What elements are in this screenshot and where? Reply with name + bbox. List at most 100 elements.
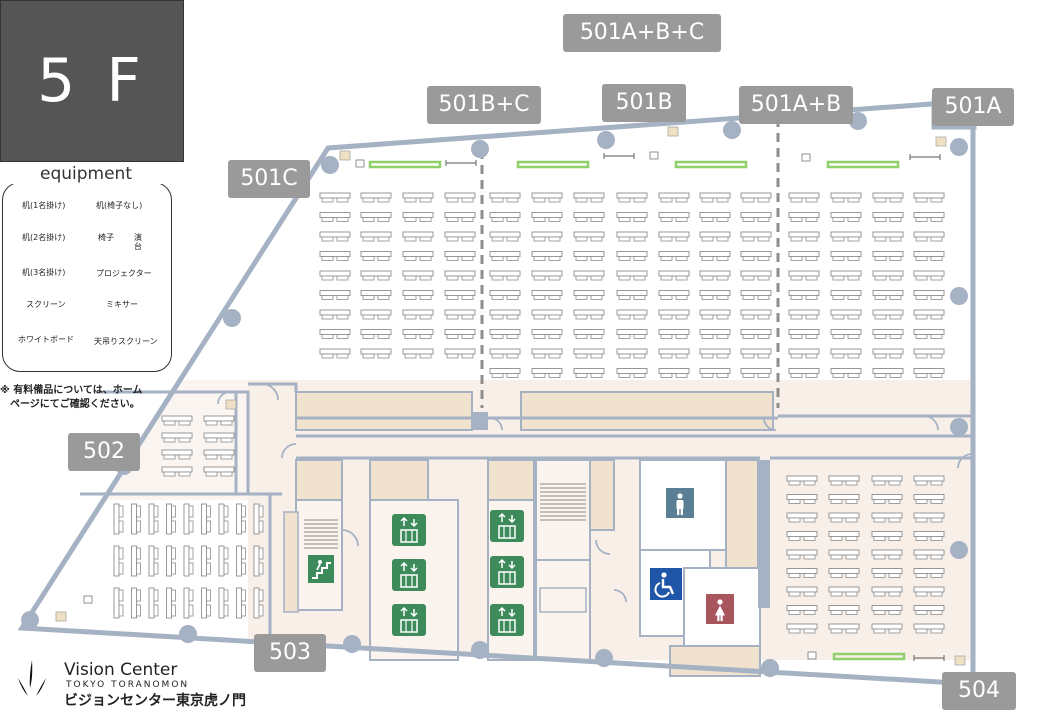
desk-unit <box>183 503 194 535</box>
desk-unit <box>203 432 235 443</box>
desk-unit <box>573 309 605 320</box>
desk-unit <box>360 231 392 242</box>
room-label-501b[interactable]: 501B <box>602 84 686 122</box>
desk-unit <box>218 503 229 535</box>
room-equipment <box>55 126 966 666</box>
desk-unit <box>830 192 862 203</box>
ceiling-screen-501c <box>368 160 442 169</box>
desk-unit <box>786 605 818 615</box>
desk-unit <box>319 251 351 261</box>
desk-unit <box>616 251 648 261</box>
desk-unit <box>131 503 141 535</box>
desk-unit <box>489 329 521 339</box>
desk-unit <box>253 587 264 619</box>
desk-unit <box>830 212 862 222</box>
desk-unit <box>319 290 351 300</box>
elevator-icon <box>392 559 426 591</box>
desk-unit <box>573 290 605 300</box>
legend-label-desk-no-chair: 机(椅子なし) <box>96 201 143 210</box>
desk-unit <box>658 251 690 261</box>
desk-unit <box>786 512 818 523</box>
projector-501a <box>801 153 811 162</box>
desk-unit <box>871 512 903 523</box>
desk-unit <box>161 449 193 460</box>
movable-partitions <box>480 118 780 408</box>
ceiling-screen-504 <box>832 652 906 661</box>
desk-unit <box>161 415 193 426</box>
desk-unit <box>788 329 820 339</box>
logo-mark-icon <box>18 660 46 696</box>
desk-unit <box>658 212 690 222</box>
desk-unit <box>871 475 903 486</box>
desk-unit <box>131 545 141 577</box>
desk-unit <box>573 270 605 281</box>
desk-unit <box>531 270 563 281</box>
room-label-501c[interactable]: 501C <box>228 160 310 198</box>
room-label-502[interactable]: 502 <box>68 433 140 471</box>
legend-title: equipment <box>0 164 172 184</box>
desk-unit <box>489 251 521 261</box>
desk-unit <box>616 270 648 281</box>
desk-unit <box>658 309 690 320</box>
desk-unit <box>913 605 945 615</box>
desk-unit <box>319 192 351 203</box>
desk-unit <box>788 290 820 300</box>
desk-unit <box>913 309 945 320</box>
room-label-504[interactable]: 504 <box>942 672 1016 710</box>
legend-label-desk2: 机(2名掛け) <box>22 233 66 242</box>
desk-unit <box>360 348 392 359</box>
desk-unit <box>319 329 351 339</box>
desk-unit <box>830 270 862 281</box>
desk-unit <box>786 549 818 560</box>
projector-501b <box>649 151 659 160</box>
desk-unit <box>830 231 862 242</box>
desk-unit <box>913 494 945 504</box>
room-label-501a[interactable]: 501A <box>932 88 1014 126</box>
desk-unit <box>360 251 392 261</box>
projector-504 <box>807 651 817 660</box>
legend-label-mixer: ミキサー <box>106 300 138 309</box>
room-label-501bc[interactable]: 501B+C <box>427 86 541 124</box>
desk-unit <box>489 231 521 242</box>
desk-unit <box>444 329 476 339</box>
desk-unit <box>253 503 264 535</box>
desk-unit <box>828 512 860 523</box>
desk-unit <box>830 329 862 339</box>
desk-unit <box>402 329 434 339</box>
projector-503 <box>83 595 93 604</box>
desk-unit <box>699 192 731 203</box>
desk-unit <box>830 368 862 378</box>
desk-unit <box>531 290 563 300</box>
desk-unit <box>319 348 351 359</box>
mixer-501c <box>339 150 351 161</box>
room-label-501ab[interactable]: 501A+B <box>739 86 853 124</box>
desk-unit <box>573 192 605 203</box>
desk-unit <box>573 329 605 339</box>
desk-unit <box>616 212 648 222</box>
desk-unit <box>913 623 945 634</box>
desk-unit <box>166 545 176 577</box>
desk-unit <box>872 348 904 359</box>
desk-unit <box>161 432 193 443</box>
mixer-503 <box>55 611 67 622</box>
desk-unit <box>402 251 434 261</box>
ceiling-screen-501b-right <box>674 160 748 169</box>
room-label-501abc[interactable]: 501A+B+C <box>563 14 721 52</box>
desk-unit <box>658 231 690 242</box>
legend-label-podium-2: 台 <box>134 242 142 251</box>
desk-unit <box>699 231 731 242</box>
mixer-501a <box>935 136 947 147</box>
elevator-icon <box>392 604 426 636</box>
legend-label-screen: スクリーン <box>26 300 66 309</box>
desk-unit <box>360 329 392 339</box>
desk-unit <box>360 270 392 281</box>
desk-unit <box>531 212 563 222</box>
desk-unit <box>658 348 690 359</box>
desk-unit <box>699 212 731 222</box>
desk-unit <box>872 329 904 339</box>
desk-unit <box>828 568 860 578</box>
room-label-503[interactable]: 503 <box>254 634 326 672</box>
desk-unit <box>573 368 605 378</box>
whiteboards <box>445 153 945 661</box>
desk-unit <box>113 503 124 535</box>
